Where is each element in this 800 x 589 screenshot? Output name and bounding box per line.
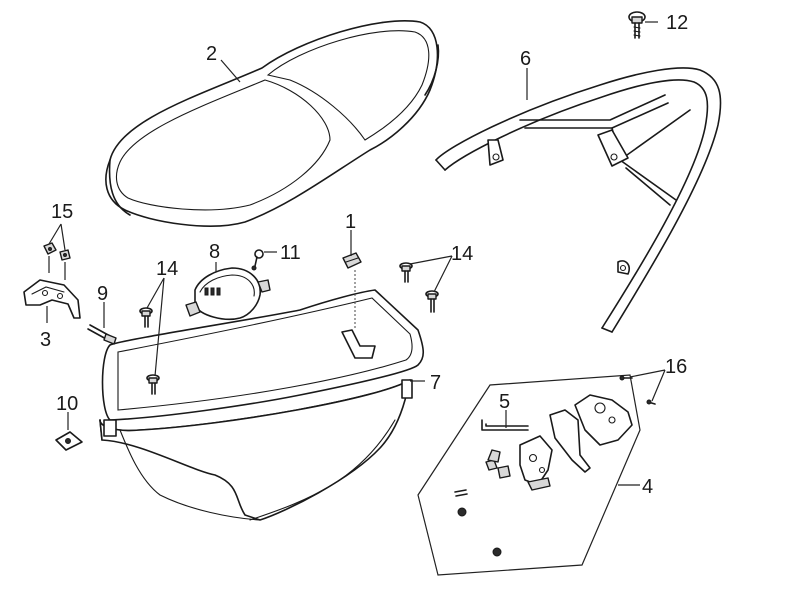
helmet-box-part <box>99 270 425 521</box>
pins-16 <box>619 375 656 405</box>
hook-11 <box>251 249 264 271</box>
bolt-12 <box>628 11 646 39</box>
nuts-15 <box>43 242 71 280</box>
rear-carrier-part <box>435 67 722 333</box>
callout-10: 10 <box>56 393 78 415</box>
callout-14-left: 14 <box>156 258 178 280</box>
lock-assembly-4 <box>417 374 641 576</box>
callout-11: 11 <box>280 242 301 264</box>
callout-5: 5 <box>499 391 510 413</box>
callout-4: 4 <box>642 476 653 498</box>
callout-14-right: 14 <box>451 243 473 265</box>
bracket-3 <box>23 279 81 319</box>
screw-14-right-bottom <box>425 290 439 313</box>
callout-8: 8 <box>209 241 220 263</box>
clip-1 <box>342 252 362 269</box>
screw-14-left-bottom <box>146 374 160 395</box>
callout-3: 3 <box>40 329 51 351</box>
callout-labels: 1 2 3 4 5 6 7 8 9 10 11 12 14 14 15 16 <box>40 12 688 498</box>
screw-14-right-top <box>399 262 413 283</box>
screw-14-left-top <box>139 307 153 328</box>
callout-12: 12 <box>666 12 688 34</box>
callout-6: 6 <box>520 48 531 70</box>
callout-16: 16 <box>665 356 687 378</box>
callout-15: 15 <box>51 201 73 223</box>
leader-lines <box>46 21 666 486</box>
nut-plate-10 <box>55 431 83 451</box>
bolt-9 <box>87 324 117 345</box>
callout-7: 7 <box>430 372 441 394</box>
callout-1: 1 <box>345 211 356 233</box>
seat-part <box>105 20 440 227</box>
callout-9: 9 <box>97 283 108 305</box>
latch-cover-8 <box>185 267 271 321</box>
callout-2: 2 <box>206 43 217 65</box>
